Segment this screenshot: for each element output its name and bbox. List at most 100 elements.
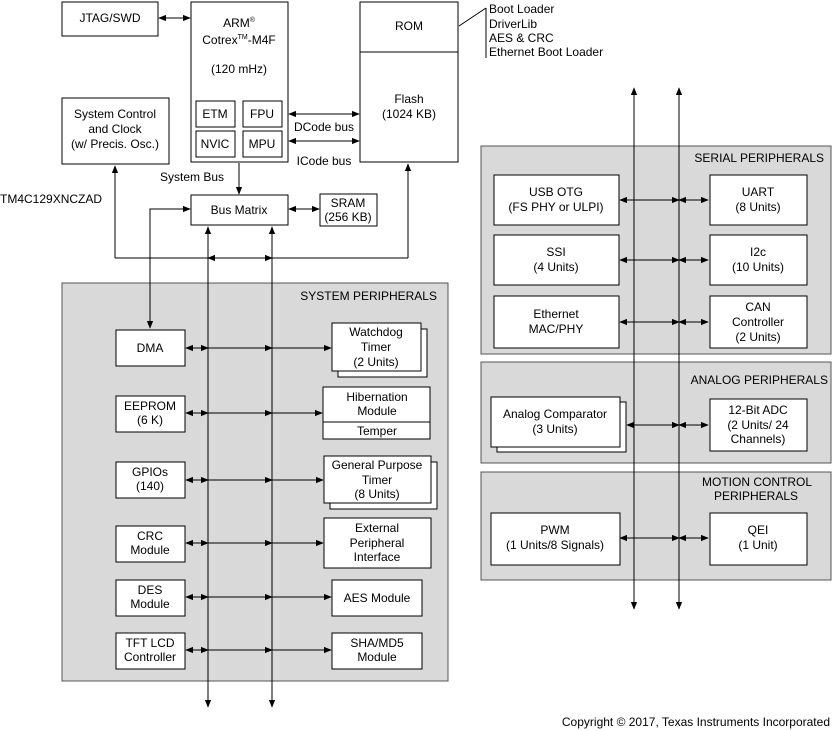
hibernation-label: Hibernation xyxy=(346,390,407,404)
mpu-label: MPU xyxy=(249,137,276,151)
nvic-label: NVIC xyxy=(201,137,230,151)
sram-box xyxy=(319,193,378,227)
gpt-units-label: (8 Units) xyxy=(354,487,399,501)
system-bus-label: System Bus xyxy=(160,170,224,184)
hibernation-box xyxy=(322,386,431,440)
sha-label: SHA/MD5 xyxy=(350,636,404,650)
tft-lcd-box xyxy=(115,632,186,670)
system-peripherals-title: SYSTEM PERIPHERALS xyxy=(300,289,437,303)
qei-sub-label: (1 Unit) xyxy=(738,538,777,552)
comparator-sub-label: (3 Units) xyxy=(532,422,577,436)
pwm-label: PWM xyxy=(540,523,569,537)
syscon-label: (w/ Precis. Osc.) xyxy=(71,137,159,151)
crc-label: CRC xyxy=(137,529,163,543)
gpio-count-label: (140) xyxy=(136,479,164,493)
usb-otg-box xyxy=(493,174,620,226)
analog-peripherals-title: ANALOG PERIPHERALS xyxy=(691,373,828,387)
dcode-label: DCode bus xyxy=(294,120,354,134)
dma-box xyxy=(115,329,186,367)
adc-label: 12-Bit ADC xyxy=(728,403,788,417)
epi-sub-label: Interface xyxy=(354,550,401,564)
mpu-box xyxy=(242,130,283,158)
gpt-box xyxy=(323,455,432,504)
epi-label: External xyxy=(355,521,399,535)
rom-item: AES & CRC xyxy=(489,31,554,45)
ssi-label: SSI xyxy=(546,245,565,259)
can-sub-label: Controller xyxy=(732,315,784,329)
bus-matrix-box xyxy=(190,194,289,226)
ethernet-box xyxy=(493,295,620,349)
des-sub-label: Module xyxy=(130,597,170,611)
crc-box xyxy=(115,525,186,563)
jtag-box xyxy=(61,1,159,37)
etm-label: ETM xyxy=(202,107,227,121)
gpt-label: General Purpose xyxy=(332,458,423,472)
rom-item: Ethernet Boot Loader xyxy=(489,45,603,59)
tft-label: TFT LCD xyxy=(125,636,174,650)
hibernation-sub-label: Module xyxy=(357,404,397,418)
uart-label: UART xyxy=(742,185,775,199)
bus-matrix-label: Bus Matrix xyxy=(211,203,268,217)
temper-label: Temper xyxy=(357,424,397,438)
sha-sub-label: Module xyxy=(357,650,397,664)
gpt-sub-label: Timer xyxy=(362,473,392,487)
adc-sub-label: (2 Units/ 24 xyxy=(727,418,789,432)
fpu-label: FPU xyxy=(250,107,274,121)
gpio-box xyxy=(115,461,186,499)
qei-box xyxy=(709,512,808,566)
i2c-sub-label: (10 Units) xyxy=(732,260,784,274)
eeprom-label: EEPROM xyxy=(124,399,176,413)
cpu-speed-label: (120 mHz) xyxy=(211,62,267,76)
system-row-links xyxy=(185,344,332,654)
cpu-core-label: CotrexTM-M4F xyxy=(202,33,275,47)
flash-size-label: (1024 KB) xyxy=(382,107,436,121)
jtag-label: JTAG/SWD xyxy=(79,11,140,25)
ethernet-sub-label: MAC/PHY xyxy=(529,322,584,336)
etm-box xyxy=(195,100,236,128)
uart-box xyxy=(709,174,808,226)
gpio-label: GPIOs xyxy=(132,465,168,479)
rom-item: DriverLib xyxy=(489,17,537,31)
pwm-box xyxy=(490,512,621,566)
ssi-sub-label: (4 Units) xyxy=(533,260,578,274)
ethernet-label: Ethernet xyxy=(533,307,579,321)
i2c-label: I2c xyxy=(750,245,766,259)
motion-control-title: PERIPHERALS xyxy=(714,489,798,503)
aes-label: AES Module xyxy=(344,591,411,605)
icode-label: ICode bus xyxy=(297,154,352,168)
can-box xyxy=(709,295,808,349)
watchdog-box xyxy=(331,322,422,372)
eeprom-box xyxy=(115,395,186,433)
epi-box xyxy=(323,517,432,569)
system-control-box xyxy=(61,97,170,165)
usb-label: USB OTG xyxy=(529,185,583,199)
dma-label: DMA xyxy=(137,341,164,355)
part-number: TM4C129XNCZAD xyxy=(0,192,102,206)
watchdog-units-label: (2 Units) xyxy=(353,355,398,369)
rom-bracket xyxy=(458,7,487,27)
crc-sub-label: Module xyxy=(130,543,170,557)
watchdog-sub-label: Timer xyxy=(361,340,391,354)
watchdog-label: Watchdog xyxy=(349,325,403,339)
ssi-box xyxy=(493,234,620,286)
rom-box xyxy=(359,1,459,53)
fpu-box xyxy=(242,100,283,128)
epi-sub-label: Peripheral xyxy=(350,536,405,550)
flash-box xyxy=(359,51,459,163)
adc-sub-label: Channels) xyxy=(731,432,786,446)
des-label: DES xyxy=(138,583,163,597)
uart-sub-label: (8 Units) xyxy=(735,200,780,214)
dma-busmatrix-link xyxy=(146,205,191,329)
peripheral-row-links xyxy=(619,196,709,542)
bus-connections xyxy=(111,7,709,708)
rom-label: ROM xyxy=(395,19,423,33)
adc-box xyxy=(709,398,808,452)
comparator-box xyxy=(490,396,621,448)
sram-size-label: (256 KB) xyxy=(324,210,371,224)
pwm-sub-label: (1 Units/8 Signals) xyxy=(506,538,604,552)
copyright-text: Copyright © 2017, Texas Instruments Inco… xyxy=(562,715,830,729)
motion-control-title: MOTION CONTROL xyxy=(702,475,812,489)
eeprom-size-label: (6 K) xyxy=(137,413,163,427)
i2c-box xyxy=(709,234,808,286)
